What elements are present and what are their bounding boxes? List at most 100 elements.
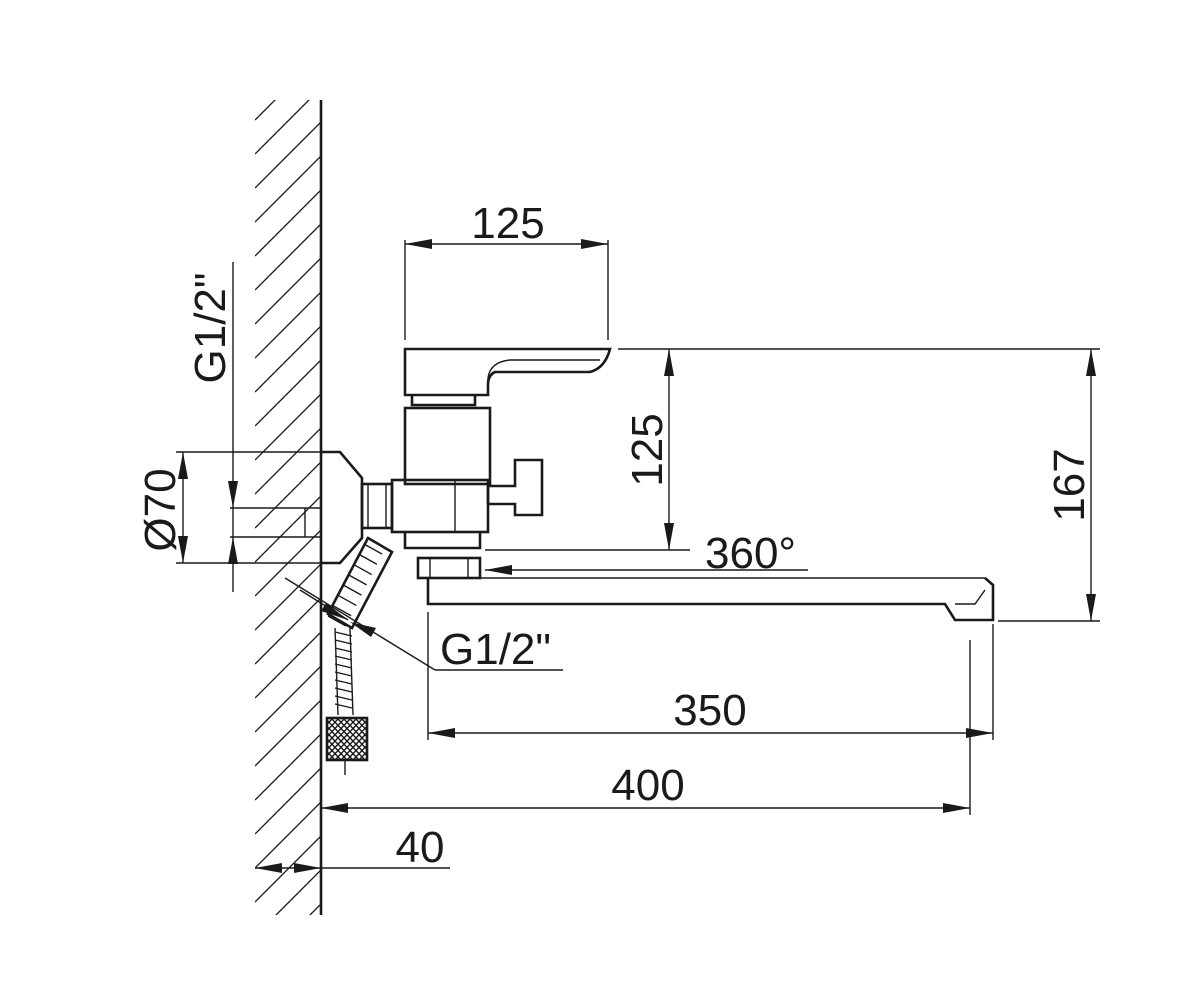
hose-spiral-line xyxy=(334,639,353,645)
arrowhead xyxy=(1086,594,1096,621)
dim-label-flange-diameter: Ø70 xyxy=(136,468,185,551)
hatch-line xyxy=(255,495,321,563)
leader-line xyxy=(284,577,436,671)
cartridge-housing xyxy=(403,406,492,486)
shower-hose xyxy=(269,536,425,775)
diverter-knob xyxy=(486,458,544,517)
dim-label-overall-height: 167 xyxy=(1045,448,1094,521)
hatch-line xyxy=(255,767,321,835)
hose-spiral-line xyxy=(334,695,353,701)
hatch-line xyxy=(255,359,321,427)
arrowhead xyxy=(350,622,376,637)
hatch-line xyxy=(255,100,276,121)
hose-connector xyxy=(326,536,394,630)
hatch-line xyxy=(255,665,321,733)
arrowhead xyxy=(255,863,282,873)
handle-neck xyxy=(410,395,477,407)
knurl-line xyxy=(327,718,346,738)
hatch-line xyxy=(255,291,321,359)
knurl-line xyxy=(327,750,336,760)
dimension-spout-reach: 350 xyxy=(427,612,994,740)
dim-label-total-reach: 400 xyxy=(611,761,684,810)
hatch-line xyxy=(255,393,321,461)
lever-handle xyxy=(403,347,612,397)
dimension-thread-hose: G1/2" xyxy=(284,577,563,674)
hose-spiral-line xyxy=(334,671,353,677)
arrowhead xyxy=(321,803,348,813)
hose-thread-line xyxy=(363,543,383,555)
hatch-line xyxy=(255,563,321,631)
hatch-line xyxy=(255,938,321,1000)
knurl-line xyxy=(364,756,367,760)
knurl-line xyxy=(334,725,367,760)
dimension-handle-height: 125 xyxy=(485,348,1100,551)
dimension-total-reach: 400 xyxy=(321,640,971,815)
knurl-line xyxy=(269,718,309,760)
knurl-line xyxy=(342,718,367,745)
hatch-line xyxy=(255,801,321,869)
knurl-line xyxy=(352,744,367,760)
hose-thread-line xyxy=(343,584,362,596)
dim-label-spout-reach: 350 xyxy=(673,686,746,735)
hose-thread-line xyxy=(337,594,357,607)
hatch-line xyxy=(255,461,321,529)
hatch-line xyxy=(255,699,321,767)
hatch-line xyxy=(255,155,321,223)
arrowhead xyxy=(178,452,188,479)
dim-label-wall-offset: 40 xyxy=(396,823,445,872)
arrowhead xyxy=(428,728,455,738)
knurl-line xyxy=(327,725,360,760)
arrowhead xyxy=(1086,349,1096,376)
dim-label-rotation: 360° xyxy=(705,529,796,578)
dim-label-thread-hose: G1/2" xyxy=(440,625,551,674)
knurl-line xyxy=(327,718,352,745)
hose-spiral-line xyxy=(334,679,353,685)
knurl-line xyxy=(379,718,419,760)
arrowhead xyxy=(664,349,674,376)
hose-spiral-line xyxy=(334,687,353,693)
spout-connector xyxy=(403,532,482,550)
knurl-line xyxy=(385,718,425,760)
knurl-line xyxy=(354,718,367,732)
spout xyxy=(416,556,995,622)
hose-thread-line xyxy=(327,615,347,627)
hatch-line xyxy=(255,189,321,257)
hose-spiral-line xyxy=(334,655,353,661)
spout-arm xyxy=(426,577,995,622)
knurl-line xyxy=(366,718,367,720)
hose-spiral-line xyxy=(334,703,353,709)
hose-thread-line xyxy=(332,605,352,617)
arrowhead xyxy=(228,481,238,508)
knurl-line xyxy=(377,718,417,760)
arrowhead xyxy=(485,565,512,575)
arrowhead xyxy=(178,536,188,563)
hatch-line xyxy=(255,733,321,801)
hose-threads xyxy=(327,543,383,627)
knurl-line xyxy=(340,731,367,760)
knurl-line xyxy=(348,718,367,738)
hatch-line xyxy=(275,869,321,915)
arrowhead xyxy=(966,728,993,738)
dimension-rotation: 360° xyxy=(485,529,808,578)
hatch-line xyxy=(255,325,321,393)
hatch-line xyxy=(255,835,321,903)
hose-spiral xyxy=(334,631,353,709)
aerator-detail xyxy=(955,589,986,605)
wall-hatching xyxy=(255,100,321,1000)
arrowhead xyxy=(321,603,348,620)
dimension-overall-height: 167 xyxy=(998,349,1100,622)
hose-nut-knurl xyxy=(269,718,425,760)
knurl-line xyxy=(373,718,413,760)
spout-swivel-nut xyxy=(416,556,482,580)
hose-line xyxy=(334,627,339,716)
knurl-line xyxy=(327,737,348,760)
hatch-line xyxy=(255,631,321,699)
hose-line xyxy=(349,627,354,716)
dim-label-thread-inlet: G1/2" xyxy=(186,272,235,383)
flange-body xyxy=(321,450,364,565)
lever-handle-detail xyxy=(487,359,600,395)
wall xyxy=(255,100,323,1000)
dimension-flange-diameter: Ø70 xyxy=(136,451,321,564)
dimension-handle-width: 125 xyxy=(404,199,609,340)
